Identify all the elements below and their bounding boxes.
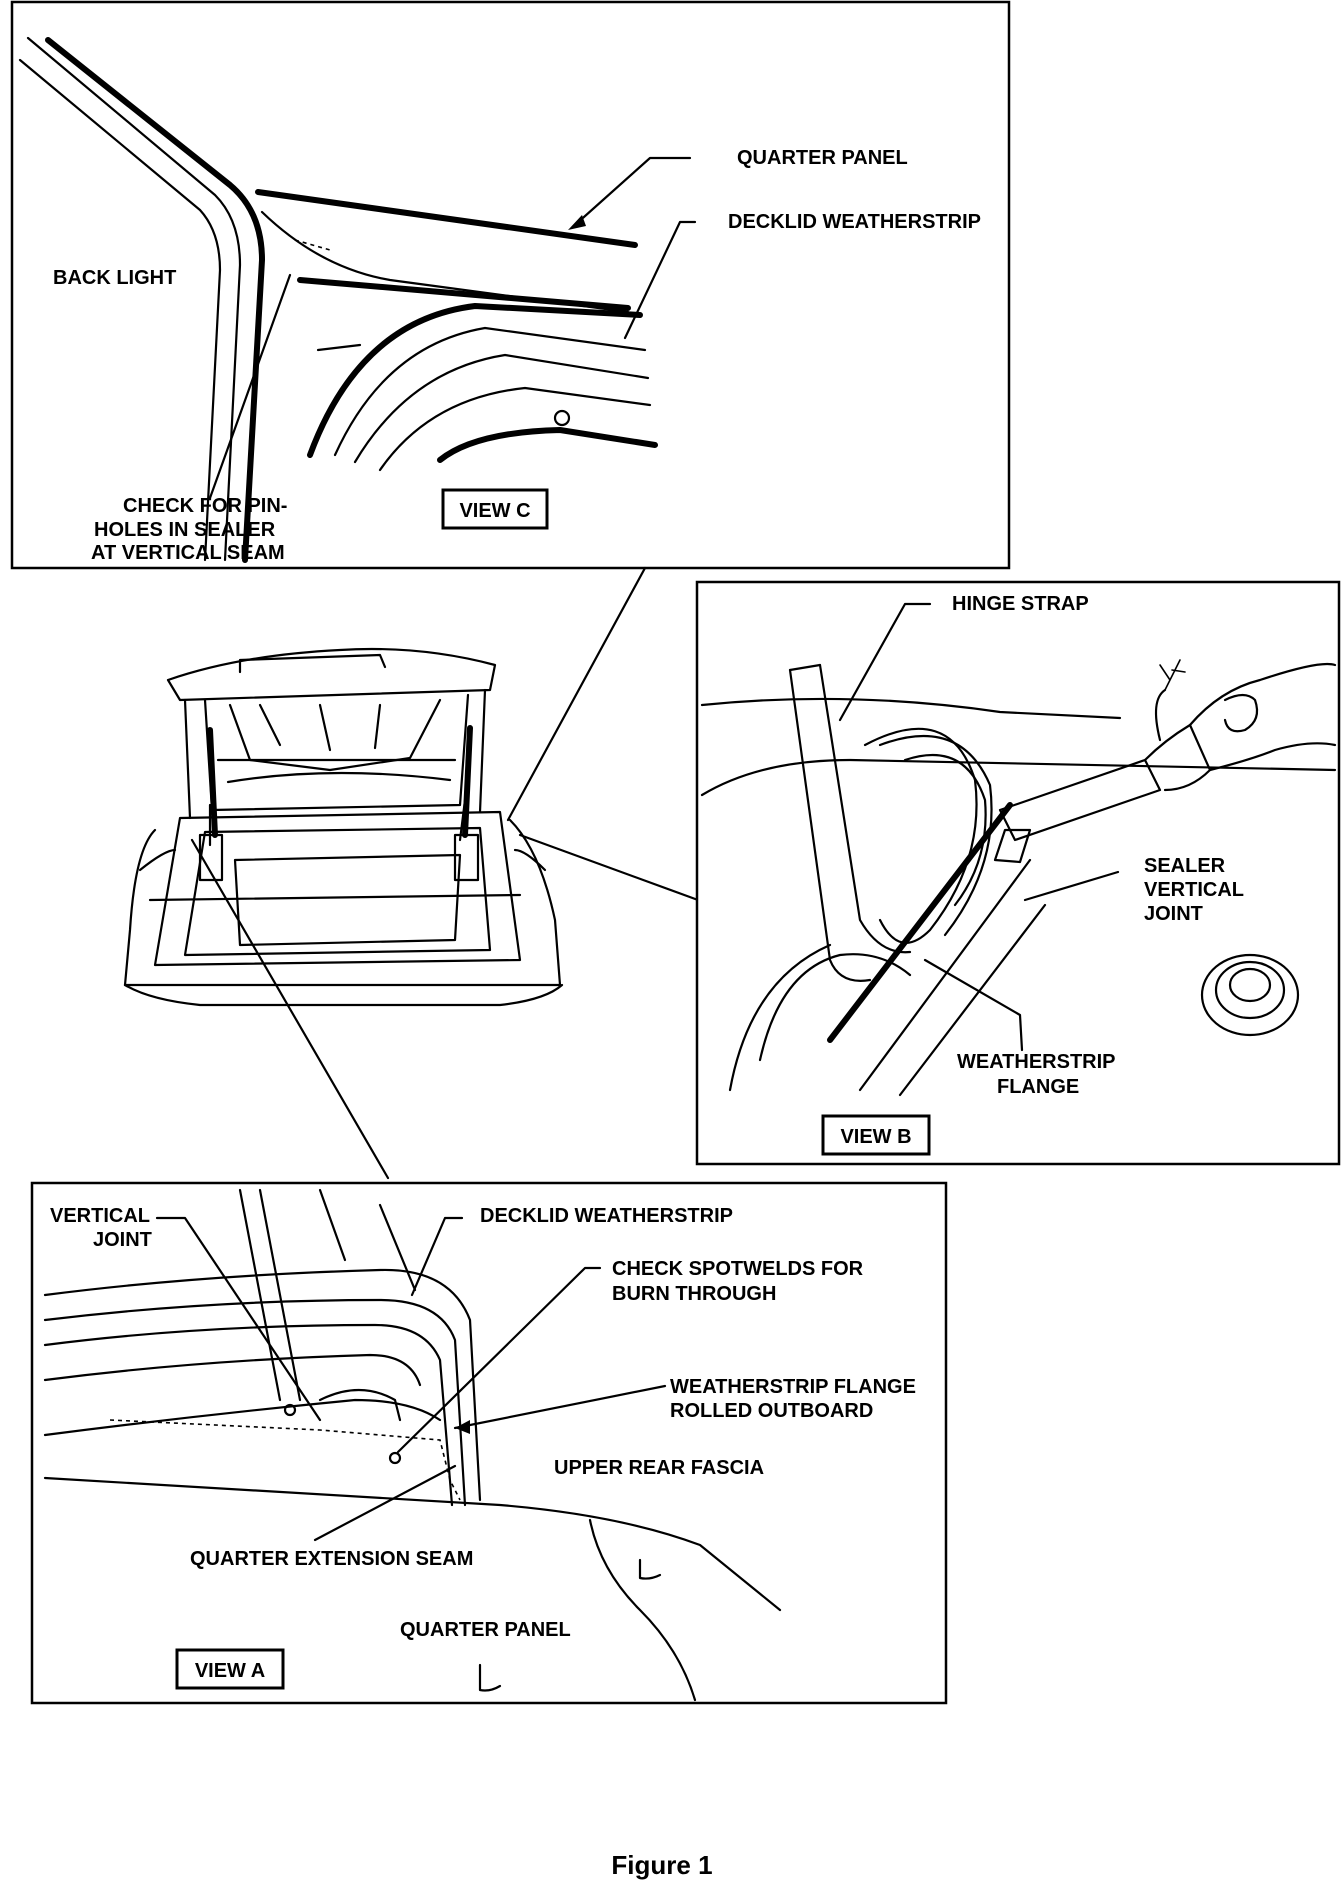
view-a-frame	[30, 1181, 948, 1705]
view-b-panel: HINGE STRAP SEALER VERTICAL JOINT WEATHE…	[695, 580, 1341, 1166]
view-c-panel: QUARTER PANEL DECKLID WEATHERSTRIP BACK …	[10, 0, 1011, 570]
view-a-tag-text: VIEW A	[195, 1660, 265, 1682]
decklid-weatherstrip-leader	[623, 220, 697, 340]
grommet	[1200, 953, 1300, 1037]
back-light-edge	[45, 37, 265, 563]
view-c-label-check-pinholes-3: AT VERTICAL SEAM	[91, 542, 285, 564]
car-body	[123, 818, 562, 987]
view-a-label-flange-rolled-2: ROLLED OUTBOARD	[670, 1400, 873, 1422]
connector-view-a	[190, 838, 390, 1180]
vertical-joint-leader	[155, 1216, 322, 1422]
weatherstrip-flange-leader	[923, 958, 1024, 1052]
view-a-label-upper-rear-fascia: UPPER REAR FASCIA	[554, 1457, 764, 1479]
view-c-label-check-pinholes-2: HOLES IN SEALER	[94, 519, 276, 541]
hinge-strap	[788, 668, 872, 982]
view-c-label-back-light: BACK LIGHT	[53, 267, 176, 289]
view-c-frame	[10, 0, 1011, 570]
view-b-label-hinge-strap: HINGE STRAP	[952, 593, 1089, 615]
view-b-frame	[695, 580, 1341, 1166]
view-b-label-sealer-3: JOINT	[1144, 903, 1203, 925]
view-a-label-quarter-extension-seam: QUARTER EXTENSION SEAM	[190, 1548, 473, 1570]
view-c-label-decklid-weatherstrip: DECKLID WEATHERSTRIP	[728, 211, 981, 233]
view-b-tag: VIEW B	[821, 1114, 931, 1156]
view-b-drawing	[700, 602, 1337, 1097]
flange-rolled-leader	[453, 1384, 667, 1430]
view-c-tag-text: VIEW C	[459, 500, 530, 522]
view-c-label-check-pinholes-1: CHECK FOR PIN-	[123, 495, 287, 517]
view-a-weatherstrip	[43, 1268, 482, 1502]
view-b-tag-text: VIEW B	[840, 1126, 911, 1148]
quarter-extension-seam-leader	[313, 1464, 457, 1542]
view-a-label-flange-rolled-1: WEATHERSTRIP FLANGE	[670, 1376, 916, 1398]
view-a-panel: VERTICAL JOINT DECKLID WEATHERSTRIP CHEC…	[30, 1181, 948, 1705]
view-a-label-vertical-joint-1: VERTICAL	[50, 1205, 150, 1227]
connector-view-b	[518, 833, 700, 902]
view-c-label-quarter-panel: QUARTER PANEL	[737, 147, 908, 169]
view-a-label-vertical-joint-2: JOINT	[93, 1229, 152, 1251]
drain-hole	[553, 409, 571, 427]
view-a-label-check-spotwelds-2: BURN THROUGH	[612, 1283, 776, 1305]
view-b-label-sealer-2: VERTICAL	[1144, 879, 1244, 901]
hinge-strap-leader	[838, 602, 932, 722]
view-a-label-quarter-panel: QUARTER PANEL	[400, 1619, 571, 1641]
upper-rear-fascia	[43, 1476, 782, 1612]
quarter-panel-leader	[573, 156, 692, 227]
view-c-tag: VIEW C	[441, 488, 549, 530]
view-a-label-check-spotwelds-1: CHECK SPOTWELDS FOR	[612, 1258, 864, 1280]
decklid	[166, 647, 497, 702]
connector-view-c	[506, 566, 647, 822]
trunk-opening	[153, 810, 522, 967]
view-a-tag: VIEW A	[175, 1648, 285, 1690]
figure-caption: Figure 1	[611, 1850, 712, 1880]
decklid-weatherstrip-leader	[410, 1216, 464, 1297]
trunk-overview-drawing	[123, 647, 564, 1007]
view-b-label-weatherstrip-flange-2: FLANGE	[997, 1076, 1079, 1098]
quarter-panel-edge	[255, 189, 638, 248]
view-b-label-sealer-1: SEALER	[1144, 855, 1226, 877]
spotwelds-leader	[396, 1266, 602, 1454]
view-c-drawing	[18, 36, 697, 563]
view-a-drawing	[43, 1188, 782, 1702]
view-a-label-decklid-weatherstrip: DECKLID WEATHERSTRIP	[480, 1205, 733, 1227]
view-b-label-weatherstrip-flange-1: WEATHERSTRIP	[957, 1051, 1116, 1073]
pinhole-leader	[208, 273, 292, 500]
sealer-leader	[1023, 870, 1120, 902]
